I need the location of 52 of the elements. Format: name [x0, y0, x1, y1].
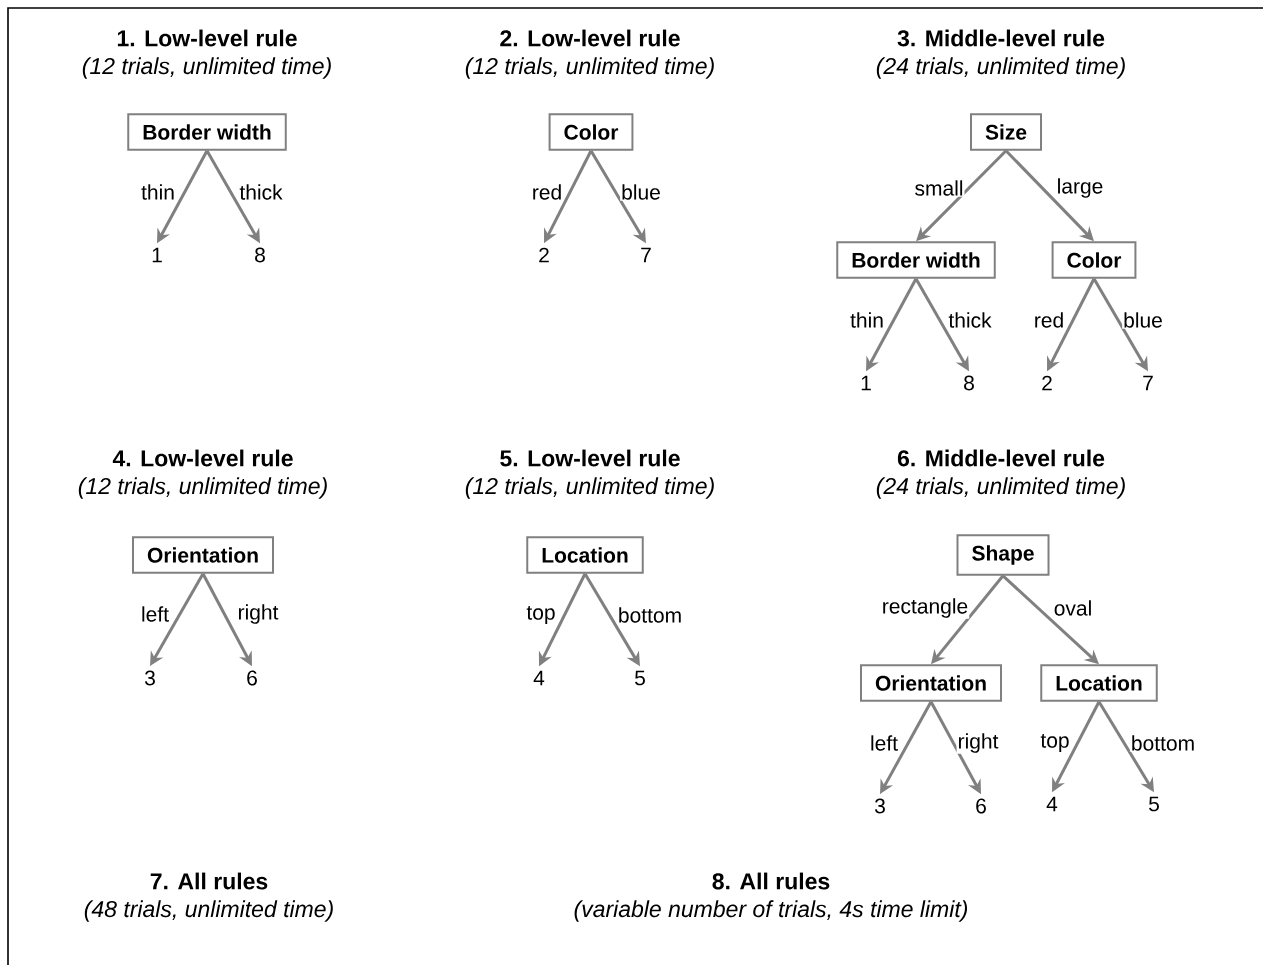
- edge-label: blue: [620, 183, 662, 201]
- panel-title: 7. All rules: [150, 872, 268, 890]
- outcome-number: 6: [976, 798, 986, 814]
- outcome-number: 7: [1143, 375, 1153, 391]
- edge-label: left: [140, 605, 170, 623]
- edge-label: red: [530, 183, 564, 201]
- outcome-number: 3: [144, 670, 155, 686]
- edge-label: red: [1032, 311, 1066, 329]
- edge-label: blue: [1122, 311, 1164, 329]
- panel-title: 5. Low-level rule: [500, 449, 680, 467]
- edge-label: thin: [140, 183, 176, 201]
- outcome-number: 4: [533, 670, 545, 686]
- panel-subtitle: (12 trials, unlimited time): [465, 57, 714, 79]
- outcome-number: 2: [1042, 375, 1052, 391]
- edge-label: oval: [1052, 599, 1094, 617]
- outcome-number: 8: [255, 247, 265, 263]
- outcome-number: 3: [874, 798, 885, 814]
- panel-subtitle: (12 trials, unlimited time): [78, 477, 327, 499]
- outcome-number: 5: [1149, 796, 1159, 812]
- panel-subtitle: (12 trials, unlimited time): [82, 57, 331, 79]
- outcome-number: 4: [1046, 796, 1058, 812]
- edge-label: top: [1039, 733, 1071, 753]
- panel-subtitle: (12 trials, unlimited time): [465, 477, 714, 499]
- edge-label: right: [956, 732, 1000, 754]
- edge-label: right: [236, 603, 280, 625]
- edge-label: thin: [849, 311, 885, 329]
- outcome-number: 2: [539, 247, 549, 263]
- edge-label: small: [913, 179, 965, 197]
- edge-label: bottom: [1129, 734, 1197, 752]
- panel-title: 4. Low-level rule: [112, 449, 293, 467]
- edge-label: left: [869, 734, 899, 752]
- outcome-number: 6: [247, 670, 257, 686]
- edge-label: top: [525, 605, 557, 625]
- outcome-number: 5: [635, 670, 645, 686]
- edge-label: large: [1055, 177, 1105, 199]
- outcome-number: 8: [964, 375, 974, 391]
- panel-title: 3. Middle-level rule: [897, 29, 1105, 47]
- panel-title: 1. Low-level rule: [117, 29, 297, 47]
- outcome-number: 7: [641, 247, 651, 263]
- panel-title: 2. Low-level rule: [500, 29, 680, 47]
- panel-subtitle: (48 trials, unlimited time): [84, 900, 333, 922]
- panel-subtitle: (24 trials, unlimited time): [876, 57, 1125, 79]
- edge-label: rectangle: [880, 597, 970, 619]
- edge-label: thick: [947, 311, 993, 329]
- outcome-number: 1: [152, 247, 162, 263]
- edge-label: thick: [238, 183, 284, 201]
- panel-subtitle: (variable number of trials, 4s time limit): [574, 900, 967, 922]
- outcome-number: 1: [861, 375, 871, 391]
- panel-title: 6. Middle-level rule: [897, 449, 1105, 467]
- panel-title: 8. All rules: [712, 872, 830, 890]
- edge-label: bottom: [616, 606, 684, 624]
- panel-subtitle: (24 trials, unlimited time): [876, 477, 1125, 499]
